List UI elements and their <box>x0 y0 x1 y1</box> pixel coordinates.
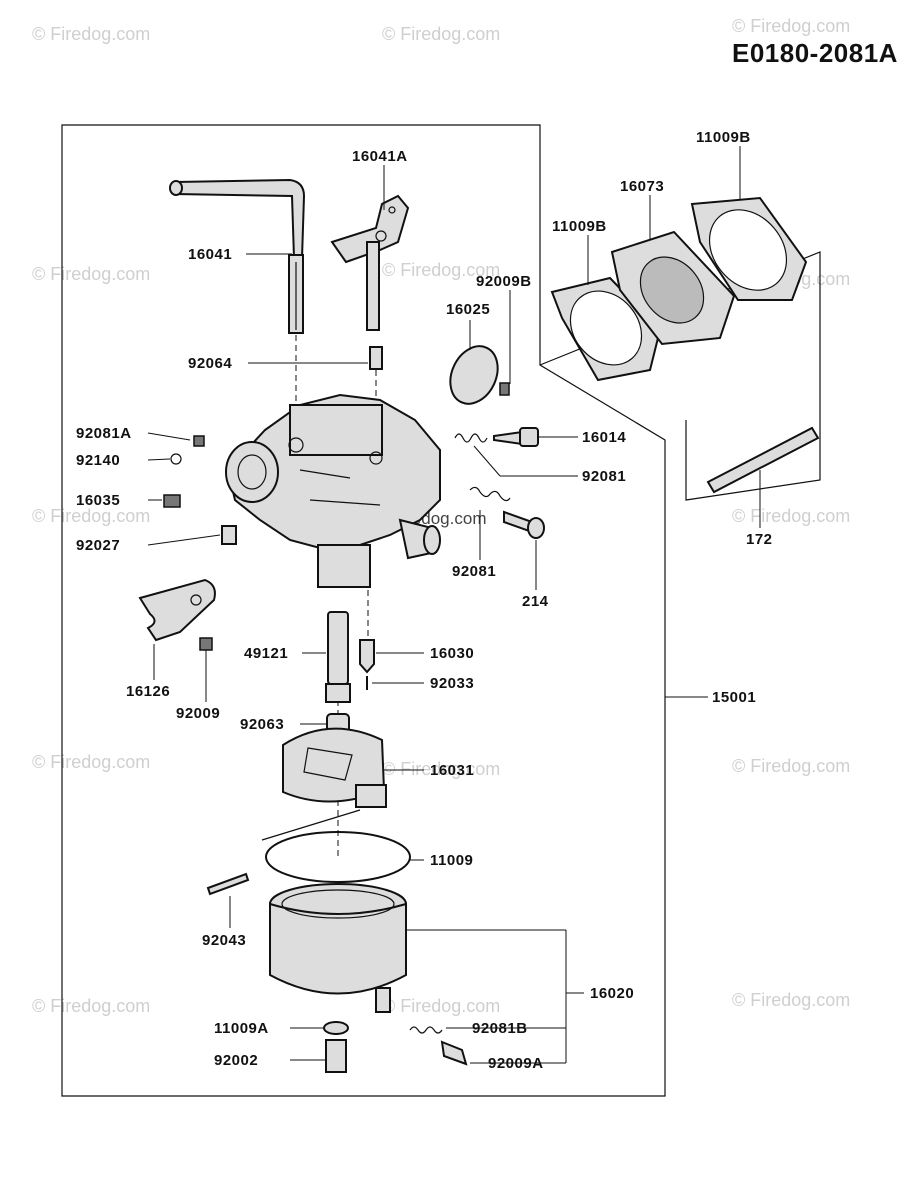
label-92002: 92002 <box>214 1052 258 1069</box>
watermark: © Firedog.com <box>732 756 850 776</box>
throttle-lever-16041A <box>330 194 410 331</box>
watermark: © Firedog.com <box>732 506 850 526</box>
watermark: © Firedog.com <box>32 506 150 526</box>
bolt-92002 <box>325 1039 347 1073</box>
insulator-16073 <box>610 230 736 346</box>
label-49121: 49121 <box>244 645 288 662</box>
watermark: © Firedog.com <box>382 260 500 280</box>
watermark: © Firedog.com <box>732 990 850 1010</box>
needle-16030 <box>359 639 375 674</box>
gasket-11009B-right <box>690 196 808 301</box>
label-92064: 92064 <box>188 355 232 372</box>
pin-92043 <box>206 872 250 896</box>
shaft-49121 <box>325 611 351 703</box>
label-92009A: 92009A <box>488 1055 544 1072</box>
screw-92009A <box>440 1040 468 1066</box>
watermark: © Firedog.com <box>382 996 500 1016</box>
label-92063: 92063 <box>240 716 284 733</box>
watermark: © Firedog.com <box>732 16 850 36</box>
plate-16025 <box>449 345 499 405</box>
screw-16035 <box>163 494 181 508</box>
label-16025: 16025 <box>446 301 490 318</box>
label-172: 172 <box>746 531 773 548</box>
carburetor-body-15001 <box>225 393 441 588</box>
watermark: © Firedog.com <box>382 759 500 779</box>
float-16031 <box>282 727 387 808</box>
gasket-11009 <box>265 831 411 883</box>
label-16020: 16020 <box>590 985 634 1002</box>
label-15001: 15001 <box>712 689 756 706</box>
watermark: © Firedog.com <box>32 264 150 284</box>
label-92081A: 92081A <box>76 425 132 442</box>
label-214: 214 <box>522 593 549 610</box>
label-92009B: 92009B <box>476 273 532 290</box>
screw-92081A <box>193 435 205 447</box>
washer-11009A <box>323 1021 349 1035</box>
bracket-92027 <box>221 525 237 545</box>
ball-92140 <box>170 453 182 465</box>
label-92009: 92009 <box>176 705 220 722</box>
label-11009: 11009 <box>430 852 473 869</box>
label-92081-lower: 92081 <box>452 563 496 580</box>
watermark: © Firedog.com <box>32 752 150 772</box>
watermark: © Firedog.com <box>32 996 150 1016</box>
label-92043: 92043 <box>202 932 246 949</box>
leader-lines <box>147 146 761 1064</box>
assembly-frame <box>61 124 666 1097</box>
label-16041A: 16041A <box>352 148 408 165</box>
spring-92081B <box>409 1026 443 1034</box>
part-labels: 16041A 16041 92064 11009B 16073 11009B 9… <box>76 129 773 1072</box>
spring-and-screw-214 <box>469 486 545 539</box>
plate-16126 <box>138 578 216 651</box>
label-16030: 16030 <box>430 645 474 662</box>
diagram-code: E0180-2081A <box>732 38 898 68</box>
label-92033: 92033 <box>430 675 474 692</box>
screw-92009B <box>499 382 510 396</box>
label-16073: 16073 <box>620 178 664 195</box>
label-16041: 16041 <box>188 246 232 263</box>
watermark: © Firedog.com <box>382 24 500 44</box>
label-92081-right: 92081 <box>582 468 626 485</box>
stud-172 <box>706 426 820 494</box>
float-bowl-16020 <box>269 883 407 1013</box>
screw-92064 <box>369 346 383 370</box>
idle-screw-16014 <box>454 427 539 447</box>
label-11009B-left: 11009B <box>552 218 607 235</box>
pin-link <box>261 809 361 841</box>
label-16126: 16126 <box>126 683 170 700</box>
watermark: © Firedog.com <box>32 24 150 44</box>
label-16031: 16031 <box>430 762 474 779</box>
label-16035: 16035 <box>76 492 120 509</box>
label-92027: 92027 <box>76 537 120 554</box>
label-11009A: 11009A <box>214 1020 269 1037</box>
label-92140: 92140 <box>76 452 120 469</box>
label-92081B: 92081B <box>472 1020 528 1037</box>
label-16014: 16014 <box>582 429 626 446</box>
choke-lever-16041 <box>169 178 306 334</box>
label-11009B-top: 11009B <box>696 129 751 146</box>
